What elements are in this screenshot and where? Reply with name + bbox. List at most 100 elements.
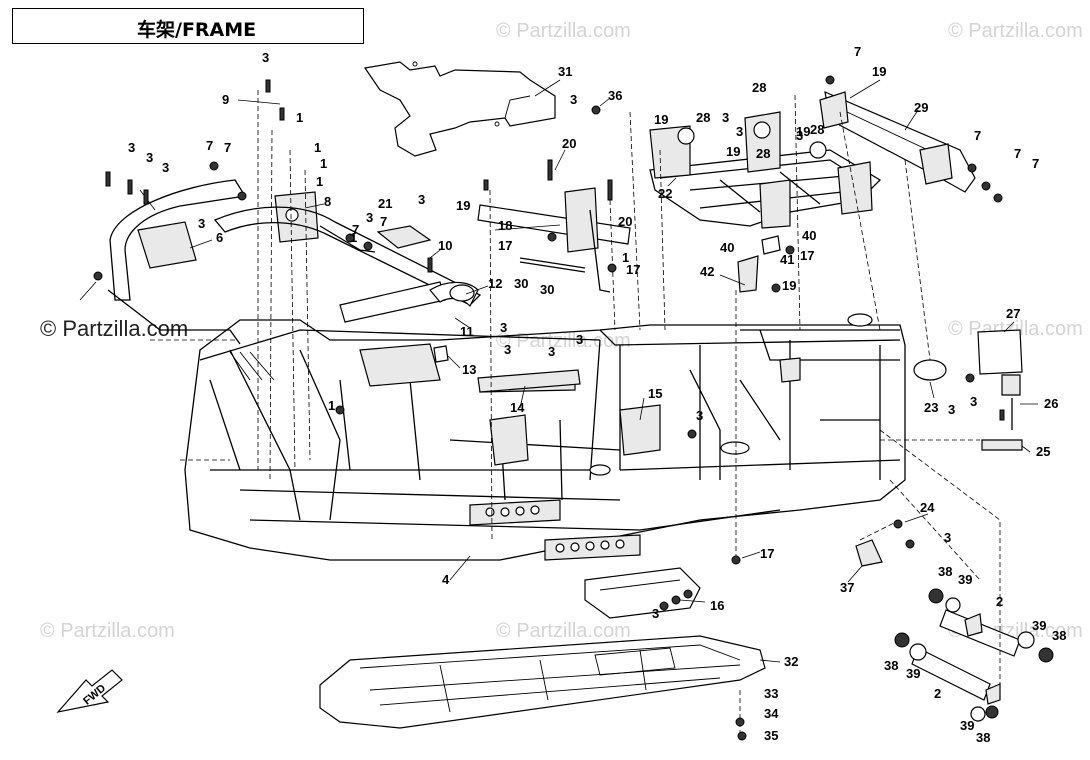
bushing-13 [433, 345, 449, 363]
callout-c19b: 19 [654, 112, 668, 127]
callout-c9a: 9 [222, 92, 229, 107]
callout-c40b: 40 [802, 228, 816, 243]
callout-c7h: 7 [352, 222, 359, 237]
callout-c20b: 20 [618, 214, 632, 229]
callout-c39b: 39 [1032, 618, 1046, 633]
callout-c40a: 40 [720, 240, 734, 255]
watermark-dark: © Partzilla.com [40, 316, 189, 341]
callout-c30b: 30 [540, 282, 554, 297]
callout-c39d: 39 [960, 718, 974, 733]
plate-6 [137, 221, 197, 269]
callout-c31: 31 [558, 64, 572, 79]
callout-c3c: 3 [722, 110, 729, 125]
callout-c3s: 3 [944, 530, 951, 545]
callout-c39c: 39 [906, 666, 920, 681]
callout-c1a: 1 [296, 110, 303, 125]
callout-c1c: 1 [320, 156, 327, 171]
leader-lines [79, 79, 1038, 663]
callout-c38a: 38 [938, 564, 952, 579]
watermark: © Partzilla.com [948, 20, 1083, 42]
callout-c8: 8 [324, 194, 331, 209]
watermark: © Partzilla.com [496, 20, 631, 42]
callout-c3b: 3 [570, 92, 577, 107]
page-title: 车架/FRAME [137, 19, 257, 41]
callout-c17b: 17 [800, 248, 814, 263]
callout-c3o: 3 [576, 332, 583, 347]
callout-c25: 25 [1036, 444, 1050, 459]
callout-c16: 16 [710, 598, 724, 613]
callout-c3j: 3 [418, 192, 425, 207]
callout-c38c: 38 [884, 658, 898, 673]
callout-c34: 34 [764, 706, 779, 721]
callout-c15: 15 [648, 386, 662, 401]
callout-c19d: 19 [456, 198, 470, 213]
callout-c26: 26 [1044, 396, 1058, 411]
callout-c3m: 3 [504, 342, 511, 357]
callout-c10: 10 [438, 238, 452, 253]
callout-c7c: 7 [224, 140, 231, 155]
watermark: © Partzilla.com [40, 620, 175, 642]
callout-c32: 32 [784, 654, 798, 669]
callout-c7b: 7 [206, 138, 213, 153]
callout-c39a: 39 [958, 572, 972, 587]
plate-14 [477, 369, 581, 393]
callout-c3q: 3 [970, 394, 977, 409]
callout-c36: 36 [608, 88, 622, 103]
callout-c19e: 19 [796, 124, 810, 139]
callout-c3e: 3 [796, 128, 803, 143]
pad-25 [981, 439, 1023, 451]
callout-c18: 18 [498, 218, 512, 233]
callout-c12: 12 [488, 276, 502, 291]
callout-c3k: 3 [366, 210, 373, 225]
callout-c11: 11 [460, 324, 474, 339]
plug-27 [977, 329, 1023, 375]
callout-c7e: 7 [1014, 146, 1021, 161]
callout-c6: 6 [216, 230, 223, 245]
callout-c30a: 30 [514, 276, 528, 291]
callout-c20a: 20 [562, 136, 576, 151]
callout-c37: 37 [840, 580, 854, 595]
callout-c14: 14 [510, 400, 525, 415]
callout-c7f: 7 [1032, 156, 1039, 171]
front-hoop [109, 179, 247, 301]
callout-c38d: 38 [976, 730, 990, 745]
callout-c1d: 1 [316, 174, 323, 189]
callout-c3d: 3 [736, 124, 743, 139]
callout-c3h: 3 [162, 160, 169, 175]
callout-c3i: 3 [198, 216, 205, 231]
bracket-37 [855, 539, 883, 567]
bracket-42 [737, 255, 759, 293]
callout-c22: 22 [658, 186, 672, 201]
skid-16 [584, 567, 701, 619]
callout-c33: 33 [764, 686, 778, 701]
callout-c27: 27 [1006, 306, 1020, 321]
watermark: © Partzilla.com [496, 330, 631, 352]
callout-c3t: 3 [652, 606, 659, 621]
callout-c23: 23 [924, 400, 938, 415]
callout-c35: 35 [764, 728, 778, 743]
fasteners [93, 75, 1005, 741]
callout-c21: 21 [378, 196, 392, 211]
watermark: © Partzilla.com [496, 620, 631, 642]
rod-30 [519, 257, 586, 269]
callout-c2a: 2 [996, 594, 1003, 609]
callout-c28b: 28 [752, 80, 766, 95]
main-frame-4 [184, 319, 906, 561]
callout-c1e: 1 [622, 250, 629, 265]
callout-c17c: 17 [626, 262, 640, 277]
tube-11 [339, 281, 446, 323]
callout-c28d: 28 [810, 122, 824, 137]
fwd-arrow: FWD [56, 669, 123, 713]
callout-c28a: 28 [696, 110, 710, 125]
title-box: 车架/FRAME [12, 8, 364, 44]
callout-c1g: 1 [328, 398, 335, 413]
callout-c13: 13 [462, 362, 476, 377]
bracket-21 [376, 225, 432, 249]
callout-c17d: 17 [760, 546, 774, 561]
callout-c29: 29 [914, 100, 928, 115]
callout-c7a: 7 [854, 44, 861, 59]
callout-c3n: 3 [548, 344, 555, 359]
cover-plate-31 [363, 61, 556, 157]
